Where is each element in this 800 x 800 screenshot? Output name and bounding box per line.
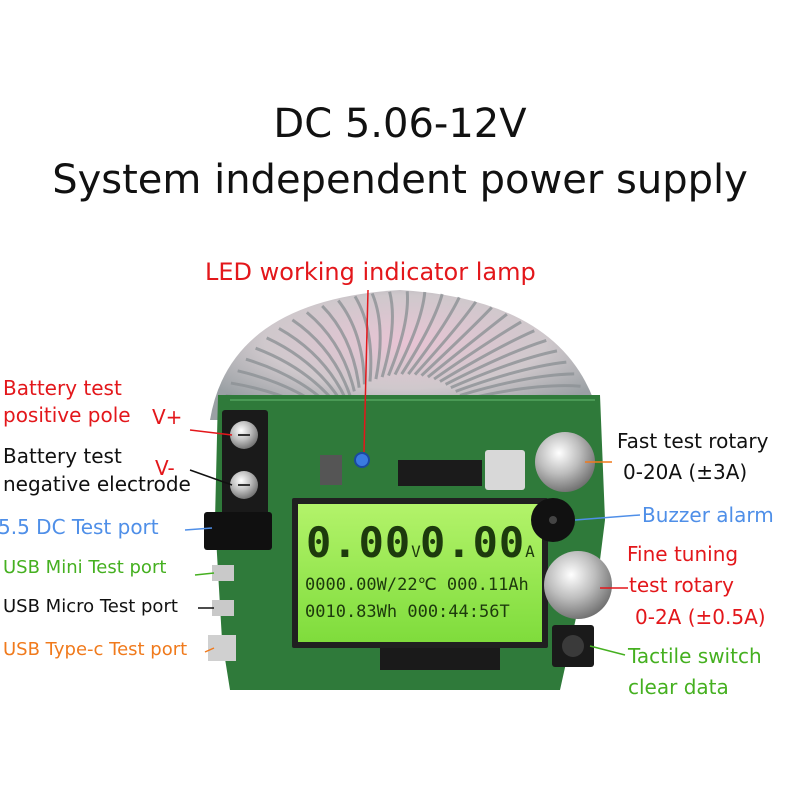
usb-micro-port [212, 600, 234, 616]
label-fine-tuning-line2: test rotary [629, 573, 734, 597]
label-v-minus: V- [155, 456, 175, 480]
label-fine-tuning-line3: 0-2A (±0.5A) [635, 605, 766, 629]
lcd-ribbon [380, 648, 500, 670]
heatsink-fin [420, 306, 493, 377]
label-battery-negative-line1: Battery test [3, 444, 122, 468]
heatsink-fan [210, 290, 600, 466]
label-usb-typec: USB Type-c Test port [3, 639, 188, 660]
label-dc-port: 5.5 DC Test port [0, 515, 159, 539]
fine-rotary-knob [544, 551, 612, 619]
label-usb-mini: USB Mini Test port [3, 557, 167, 578]
heatsink-fin [380, 291, 394, 378]
label-fine-tuning-line1: Fine tuning [627, 542, 739, 566]
headline-power-supply: System independent power supply [52, 157, 748, 203]
heatsink-fin [305, 311, 356, 392]
lcd-current-readout: 0.00A [420, 518, 536, 567]
heatsink-fin [370, 292, 382, 380]
heatsink-fin [393, 291, 427, 376]
headline-voltage: DC 5.06-12V [273, 101, 527, 147]
heatsink-fin [337, 299, 366, 385]
usb-mini-port [212, 565, 234, 581]
label-tactile-line1: Tactile switch [628, 644, 762, 668]
terminal-block [222, 410, 268, 530]
ic-chip [398, 460, 482, 486]
led-indicator [354, 452, 370, 468]
leader-lines [184, 289, 641, 656]
heatsink-fin [407, 296, 461, 375]
dc-jack [204, 512, 272, 550]
label-led-indicator: LED working indicator lamp [205, 258, 536, 286]
heatsink-fin [278, 327, 348, 401]
label-usb-micro: USB Micro Test port [3, 596, 178, 617]
heatsink-fin [321, 304, 361, 388]
label-v-plus: V+ [152, 405, 183, 429]
lcd-power-temp-ah: 0000.00W/22℃ 000.11Ah [305, 575, 529, 595]
label-battery-positive-line1: Battery test [3, 376, 122, 400]
lcd-current-unit: A [525, 542, 536, 561]
heatsink-fin [433, 320, 522, 381]
heatsink-fin [450, 349, 558, 390]
heatsink-fin [455, 360, 567, 393]
component [320, 455, 342, 485]
heatsink-fin [413, 300, 478, 376]
heatsink-fin [400, 293, 444, 375]
heatsink-fin [439, 329, 535, 383]
lcd-screen [298, 504, 542, 642]
label-tactile-line2: clear data [628, 675, 729, 699]
heatsink-fin [291, 318, 352, 396]
lcd-voltage-readout: 0.00V [306, 518, 422, 567]
fast-rotary-knob [535, 432, 595, 492]
heatsink-fin [444, 338, 547, 386]
heatsink-fin [459, 372, 575, 397]
lcd-wh-time: 0010.83Wh 000:44:56T [305, 602, 510, 622]
lcd-current-value: 0.00 [420, 518, 526, 567]
label-fast-rotary-line1: Fast test rotary [617, 429, 769, 453]
label-battery-negative-line2: negative electrode [3, 472, 191, 496]
lcd-voltage-value: 0.00 [306, 518, 412, 567]
label-battery-positive-line2: positive pole [3, 403, 131, 427]
label-fast-rotary-line2: 0-20A (±3A) [623, 460, 748, 484]
heatsink-fin [387, 291, 410, 377]
label-buzzer: Buzzer alarm [642, 503, 774, 527]
connector [485, 450, 525, 490]
heatsink-fin [426, 313, 508, 379]
heatsink-fin [353, 295, 373, 382]
lcd-voltage-unit: V [411, 542, 422, 561]
